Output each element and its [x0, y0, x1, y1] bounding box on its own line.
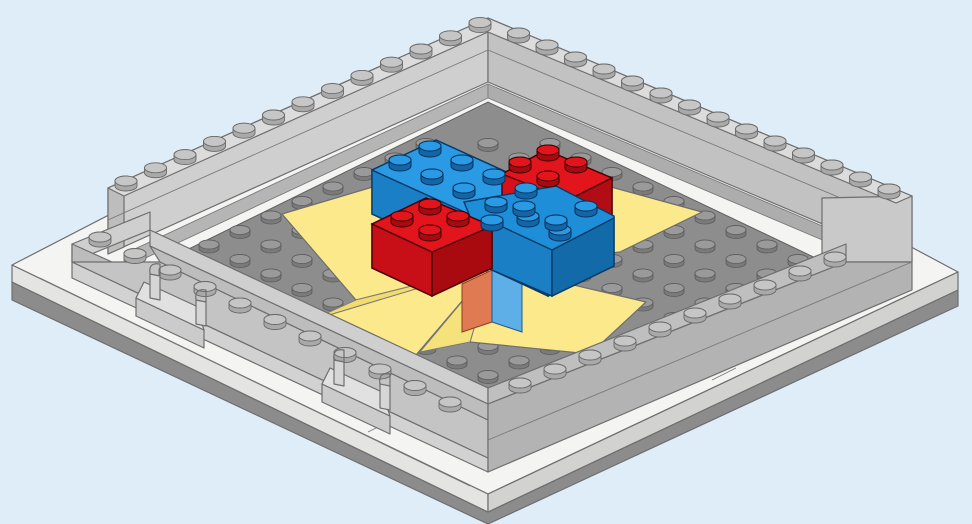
floor-stud [633, 269, 653, 282]
floor-stud [633, 182, 653, 195]
wall-stud [469, 18, 491, 33]
red-stud [565, 157, 587, 173]
blue-stud [575, 201, 597, 217]
wall-stud [679, 100, 701, 115]
blue-stud [485, 197, 507, 213]
red-stud [419, 225, 441, 241]
floor-stud [695, 269, 715, 282]
wall-stud [707, 112, 729, 127]
floor-stud [230, 226, 250, 239]
blue-stud [481, 215, 503, 231]
wall-stud [793, 148, 815, 163]
floor-stud [323, 182, 343, 195]
front-wall-stud [614, 336, 636, 351]
floor-stud [757, 240, 777, 253]
floor-stud [292, 255, 312, 268]
wall-stud [850, 172, 872, 187]
blue-stud [453, 183, 475, 199]
front-wall-stud [89, 232, 111, 247]
blue-stud [545, 215, 567, 231]
wall-stud [410, 44, 432, 59]
floor-stud [726, 255, 746, 268]
wall-stud [145, 163, 167, 178]
front-wall-stud [299, 331, 321, 346]
floor-stud [261, 240, 281, 253]
red-stud [537, 145, 559, 161]
wall-stud [536, 40, 558, 55]
wall-stud [381, 57, 403, 72]
wall-stud [508, 28, 530, 43]
front-wall-stud [439, 397, 461, 412]
wall-stud [174, 150, 196, 165]
front-wall-stud [194, 282, 216, 297]
front-wall-stud [579, 350, 601, 365]
blue-stud [419, 141, 441, 157]
wall-stud [351, 70, 373, 85]
floor-stud [509, 356, 529, 369]
wall-stud [650, 88, 672, 103]
wall-stud [565, 52, 587, 67]
red-stud [419, 199, 441, 215]
front-wall-stud [124, 249, 146, 264]
front-wall-stud [544, 364, 566, 379]
front-wall-stud [824, 252, 846, 267]
front-wall-stud [264, 315, 286, 330]
front-wall-stud [754, 280, 776, 295]
red-stud [537, 171, 559, 187]
wall-stud [263, 110, 285, 125]
front-wall-stud [229, 298, 251, 313]
blue-stud [421, 169, 443, 185]
front-wall-stud [509, 378, 531, 393]
blue-stud [389, 155, 411, 171]
wall-stud [736, 124, 758, 139]
floor-stud [230, 255, 250, 268]
front-wall-stud [649, 322, 671, 337]
blue-stud [483, 169, 505, 185]
floor-stud [199, 240, 219, 253]
front-wall-stud [404, 381, 426, 396]
wall-stud [292, 97, 314, 112]
front-wall-stud [719, 294, 741, 309]
front-wall-stud [684, 308, 706, 323]
wall-stud [878, 184, 900, 199]
wall-stud [821, 160, 843, 175]
wall-stud [322, 84, 344, 99]
front-wall-stud [789, 266, 811, 281]
blue-stud [513, 201, 535, 217]
floor-stud [354, 168, 374, 181]
wall-stud [622, 76, 644, 91]
wall-stud [593, 64, 615, 79]
floor-stud [726, 226, 746, 239]
floor-stud [695, 240, 715, 253]
floor-stud [261, 211, 281, 224]
floor-stud [292, 284, 312, 297]
floor-stud [664, 255, 684, 268]
red-stud [509, 157, 531, 173]
floor-stud [478, 139, 498, 152]
red-stud [447, 211, 469, 227]
floor-stud [664, 284, 684, 297]
floor-stud [478, 371, 498, 384]
red-stud [391, 211, 413, 227]
floor-stud [447, 356, 467, 369]
wall-stud [764, 136, 786, 151]
floor-stud [261, 269, 281, 282]
wall-stud [204, 136, 226, 151]
blue-stud [515, 183, 537, 199]
front-wall-stud [159, 265, 181, 280]
blue-stud [451, 155, 473, 171]
wall-stud [233, 123, 255, 138]
wall-stud [115, 176, 137, 191]
wall-stud [440, 31, 462, 46]
